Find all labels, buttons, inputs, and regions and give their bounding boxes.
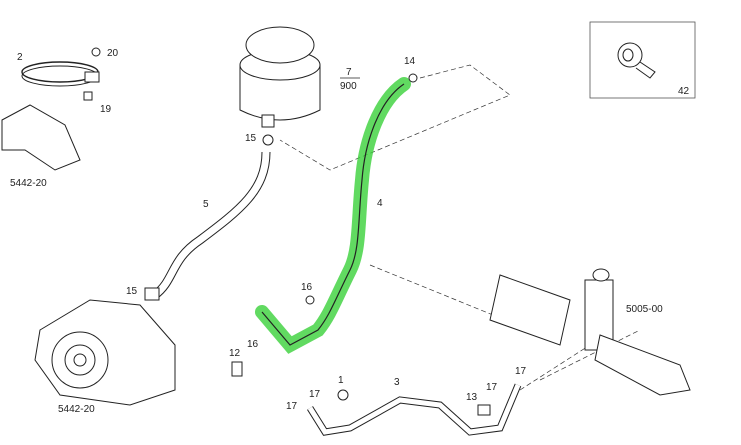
label-1: 1	[338, 375, 344, 386]
label-17-d: 17	[515, 366, 527, 377]
label-42: 42	[678, 86, 690, 97]
power-steering-pump	[34, 287, 176, 406]
part-labels: 2 20 19 5442-20 15 7 900 14 42 5 4 15 16…	[10, 48, 690, 415]
label-19: 19	[100, 104, 112, 115]
hose-clamp-2	[21, 47, 101, 101]
label-5005-00: 5005-00	[626, 304, 663, 315]
label-15-bottom: 15	[126, 286, 138, 297]
label-3: 3	[394, 377, 400, 388]
label-17-b: 17	[309, 389, 321, 400]
hose-4	[261, 83, 405, 346]
label-17-a: 17	[286, 401, 298, 412]
label-15-top: 15	[245, 133, 257, 144]
label-17-c: 17	[486, 382, 498, 393]
label-900: 900	[340, 81, 357, 92]
label-14: 14	[404, 56, 416, 67]
steering-rack	[489, 268, 691, 396]
label-5442-20-pump: 5442-20	[58, 404, 95, 415]
fluid-reservoir-7	[239, 26, 321, 128]
label-16-bottom: 16	[247, 339, 259, 350]
seal-15-top	[262, 134, 274, 146]
label-12: 12	[229, 348, 241, 359]
bracket-5442-20	[1, 104, 81, 171]
label-4: 4	[377, 198, 383, 209]
label-2: 2	[17, 52, 23, 63]
label-5442-20-bracket: 5442-20	[10, 178, 47, 189]
label-5: 5	[203, 199, 209, 210]
label-13: 13	[466, 392, 478, 403]
inset-box-42	[589, 21, 696, 99]
label-7: 7	[346, 67, 352, 78]
label-16-top: 16	[301, 282, 313, 293]
clip-icon-42	[617, 42, 656, 79]
label-20: 20	[107, 48, 119, 59]
